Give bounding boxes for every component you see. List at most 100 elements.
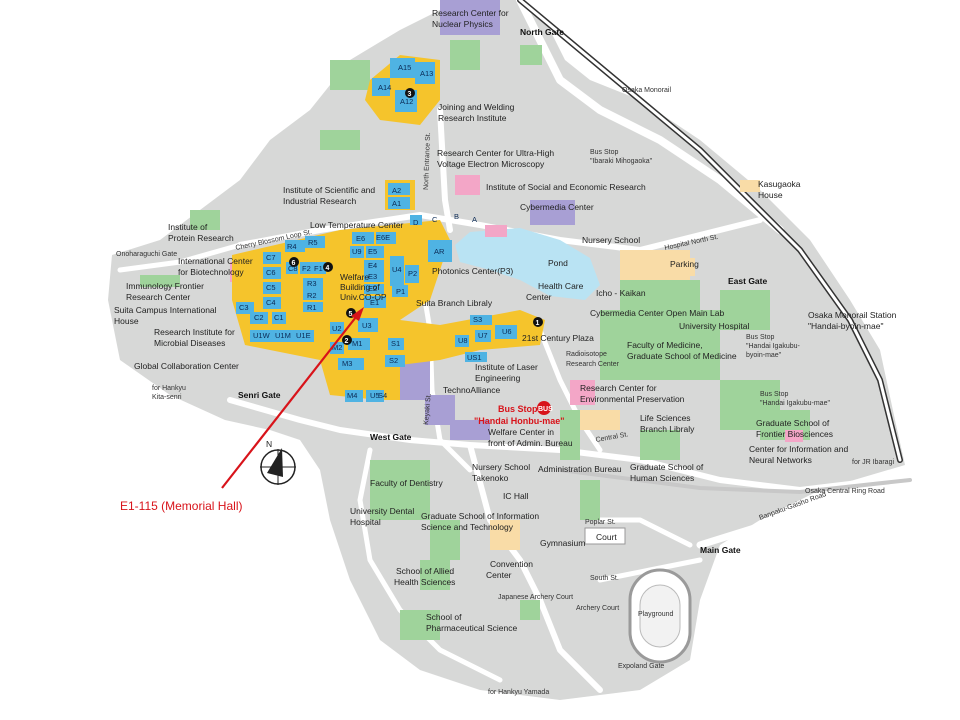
- cherry-blossom-loop-st: Cherry Blossom Loop St.: [235, 229, 313, 252]
- building-code-r3: R3: [307, 279, 317, 288]
- label-gymnasium: Gymnasium: [540, 538, 585, 548]
- bus-icon: BUS: [537, 401, 553, 415]
- north-gate-label: North Gate: [520, 27, 564, 37]
- south-st: South St.: [590, 575, 619, 582]
- label-icho: Icho - Kaikan: [596, 288, 646, 298]
- building-code-f1: F1: [314, 264, 323, 273]
- osaka-central-ring-road: Osaka Central Ring Road: [805, 488, 885, 495]
- building-code-a: A: [472, 215, 477, 224]
- label-ltc: Low Temperature Center: [310, 220, 404, 230]
- svg-text:2: 2: [345, 338, 349, 345]
- label-archery: Archery Court: [576, 605, 619, 612]
- svg-text:6: 6: [292, 260, 296, 267]
- building-code-c3: C3: [239, 303, 249, 312]
- svg-text:1: 1: [536, 320, 540, 327]
- label-iser: Institute of Social and Economic Researc…: [486, 182, 646, 192]
- label-hospital: University Hospital: [679, 321, 749, 331]
- building-code-r2: R2: [307, 291, 317, 300]
- senri-gate-label: Senri Gate: [238, 390, 281, 400]
- building-code-r5: R5: [308, 238, 318, 247]
- building-code-b: B: [454, 212, 459, 221]
- building-code-m2: M2: [332, 343, 342, 352]
- building-code-c5: C5: [266, 283, 276, 292]
- label-for-hankyu-yamada: for Hankyu Yamada: [488, 689, 549, 696]
- building-code-u5: U5: [370, 391, 380, 400]
- building-code-u7: U7: [478, 331, 488, 340]
- expoland-gate-label: Expoland Gate: [618, 663, 664, 670]
- svg-text:3: 3: [408, 91, 412, 98]
- label-bus-ibaraki: Bus Stop"Ibaraki Mihogaoka": [590, 149, 653, 165]
- building-code-a2: A2: [392, 186, 401, 195]
- central-st: Central St.: [595, 431, 629, 444]
- onoharaguchi-gate-label: Onoharaguchi Gate: [116, 251, 177, 258]
- building-code-e6e: E6E: [376, 233, 390, 242]
- building-code-u1e: U1E: [296, 331, 311, 340]
- svg-text:5: 5: [349, 311, 353, 318]
- building-code-s3: S3: [473, 315, 482, 324]
- building-code-p1: P1: [396, 287, 405, 296]
- building-code-u6: U6: [502, 327, 512, 336]
- label-monorail-station: Osaka Monorail Station"Handai-byoin-mae": [808, 310, 897, 331]
- building-code-c2: C2: [254, 313, 264, 322]
- label-court: Court: [596, 532, 617, 542]
- label-pond: Pond: [548, 258, 568, 268]
- label-plaza: 21st Century Plaza: [522, 333, 594, 343]
- svg-text:BUS: BUS: [538, 406, 553, 413]
- label-ic-hall: IC Hall: [503, 491, 529, 501]
- building-code-r4: R4: [287, 242, 297, 251]
- building-code-u4: U4: [392, 265, 402, 274]
- building-code-e4: E4: [368, 261, 377, 270]
- label-bus-honbu[interactable]: Bus Stop"Handai Honbu-mae": [474, 404, 565, 426]
- label-archery-jp: Japanese Archery Court: [498, 594, 573, 601]
- building-code-d: D: [413, 218, 419, 227]
- green-areas: [140, 40, 810, 640]
- building-code-a15: A15: [398, 63, 411, 72]
- annotation-arrow: [221, 307, 364, 489]
- building-code-u8: U8: [458, 336, 468, 345]
- label-nursery-school: Nursery School: [582, 235, 640, 245]
- marker-6: 6: [289, 257, 299, 267]
- label-fod: Faculty of Dentistry: [370, 478, 443, 488]
- label-fom: Faculty of Medicine,Graduate School of M…: [627, 340, 737, 361]
- building-code-e5: E5: [368, 247, 377, 256]
- building-code-m4: M4: [347, 391, 357, 400]
- svg-text:N: N: [266, 439, 272, 449]
- pond: [455, 228, 600, 300]
- building-code-u9: U9: [352, 247, 362, 256]
- building-code-a12: A12: [400, 97, 413, 106]
- building-code-s1: S1: [391, 339, 400, 348]
- annotation-label: E1-115 (Memorial Hall): [120, 499, 242, 513]
- label-bus-hbm: Bus Stop"Handai Igakubu-byoin-mae": [746, 334, 801, 359]
- label-cmc-open: Cybermedia Center Open Main Lab: [590, 308, 724, 318]
- east-gate-label: East Gate: [728, 276, 767, 286]
- label-cmc: Cybermedia Center: [520, 202, 594, 212]
- label-gcc: Global Collaboration Center: [134, 361, 239, 371]
- marker-3: 3: [405, 88, 415, 98]
- building-code-s4: S4: [378, 391, 387, 400]
- osaka-monorail-label: Osaka Monorail: [622, 87, 671, 94]
- poplar-st: Poplar St.: [585, 519, 616, 526]
